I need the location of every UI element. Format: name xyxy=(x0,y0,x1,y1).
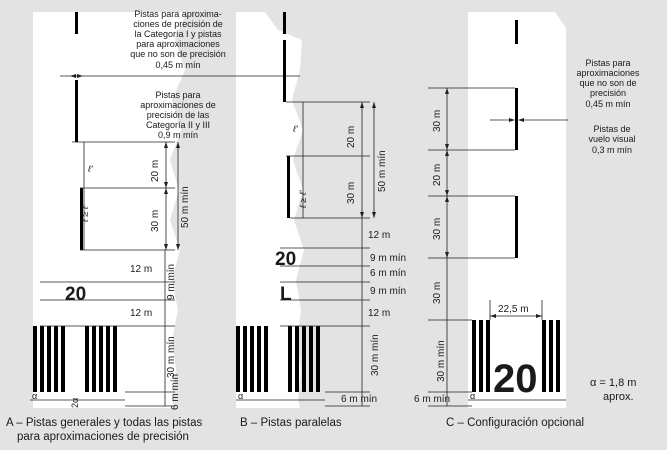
panel-b-runway xyxy=(236,12,304,408)
panel-c-dim-6: 6 m mín xyxy=(414,394,450,405)
panel-a-note-top-line2: ciones de precisión de xyxy=(133,19,223,29)
panel-b-dim-30-bottom: 30 m mín xyxy=(370,334,381,376)
panel-a-note-mid-line1: Pistas para xyxy=(155,90,200,100)
panel-c-alpha: α xyxy=(470,391,475,401)
panel-a-alpha: α xyxy=(32,391,37,401)
panel-b-threshold-stripes xyxy=(236,326,320,392)
panel-b-arrowheads xyxy=(360,102,376,218)
panel-a-arrowheads xyxy=(70,74,180,250)
panel-a-note-top-line1: Pistas para aproxima- xyxy=(134,9,222,19)
panel-b-designator: 20 xyxy=(275,249,296,270)
panel-b-dim-50: 50 m mín xyxy=(377,150,388,192)
panel-c-threshold-stripes xyxy=(472,320,560,392)
panel-a-dim-9: 9 m mín xyxy=(166,264,177,300)
panel-b-designator-letter: L xyxy=(280,284,292,305)
panel-a-note-top-line3: la Categoría I y pistas xyxy=(134,29,222,39)
panel-a-dim-30: 30 m xyxy=(150,210,161,232)
panel-c-arrowheads xyxy=(445,88,542,318)
panel-b-dim-12-top: 12 m xyxy=(368,230,390,241)
panel-a-note-top-line5: que no son de precisión xyxy=(130,49,226,59)
panel-c-note-top-value: 0,45 m mín xyxy=(585,99,630,109)
panel-b-dim-30: 30 m xyxy=(346,182,357,204)
caption-b: B – Pistas paralelas xyxy=(240,417,342,429)
panel-b-len-label: ℓ' xyxy=(292,124,298,134)
panel-a-len-rel: ℓ ≥ ℓ' xyxy=(80,204,90,223)
panel-a-note-mid-value: 0,9 m mín xyxy=(158,130,198,140)
panel-c-dim-30-bottom: 30 m mín xyxy=(436,340,447,382)
panel-a-dim-30-bottom: 30 m mín xyxy=(166,336,177,378)
panel-c-alpha-approx: aprox. xyxy=(603,391,634,403)
panel-a-dim-12-top: 12 m xyxy=(130,264,152,275)
caption-c: C – Configuración opcional xyxy=(446,417,585,429)
panel-a-note-mid-line3: precisión de las xyxy=(147,110,210,120)
panel-a-note-top-value: 0,45 m mín xyxy=(155,60,200,70)
panel-a-centreline xyxy=(75,12,83,250)
panel-c-note-top-line3: que no son de xyxy=(579,78,636,88)
panel-a-len-label: ℓ' xyxy=(87,164,93,174)
panel-a-note-top-line4: para aproximaciones xyxy=(136,39,220,49)
panel-c-note-bottom-line2: vuelo visual xyxy=(588,134,635,144)
panel-c-note-bottom-value: 0,3 m mín xyxy=(592,145,632,155)
panel-c-dim-30b: 30 m xyxy=(432,218,443,240)
caption-a-line2: para aproximaciones de precisión xyxy=(17,431,189,443)
panel-a-runway xyxy=(33,12,187,408)
panel-a-dim-6: 6 m mín xyxy=(170,374,181,410)
panel-c-note-bottom-line1: Pistas de xyxy=(593,124,630,134)
panel-c-designator: 20 xyxy=(493,357,538,401)
panel-c-alpha-value: α = 1,8 m xyxy=(590,377,636,389)
panel-b-dim-6: 6 m mín xyxy=(370,268,406,279)
panel-b-dim-20: 20 m xyxy=(346,126,357,148)
panel-a-dim-20: 20 m xyxy=(150,160,161,182)
panel-c-dim-20: 20 m xyxy=(432,164,443,186)
panel-c-dim-30c: 30 m xyxy=(432,282,443,304)
panel-c-note-top-line4: precisión xyxy=(590,88,626,98)
panel-a-note-mid-line4: Categoría II y III xyxy=(146,120,210,130)
panel-c-dim-225: 22,5 m xyxy=(498,304,529,315)
panel-a-dim-50: 50 m mín xyxy=(180,186,191,228)
panel-a-dimension-lines xyxy=(30,75,300,407)
panel-b-alpha: α xyxy=(238,391,243,401)
panel-c-note-top-line1: Pistas para xyxy=(585,58,630,68)
panel-b-centreline xyxy=(283,12,290,218)
caption-a-line1: A – Pistas generales y todas las pistas xyxy=(6,417,203,429)
panel-b-dim-9a: 9 m mín xyxy=(370,253,406,264)
panel-c-dim-30a: 30 m xyxy=(432,110,443,132)
panel-c-dimension-lines xyxy=(428,87,568,407)
panel-b-dim-12-bottom: 12 m xyxy=(368,308,390,319)
panel-a-dim-12-bottom: 12 m xyxy=(130,308,152,319)
panel-a-threshold-stripes xyxy=(33,326,117,392)
panel-a-note-mid-line2: aproximaciones de xyxy=(140,100,216,110)
panel-b-dim-9b: 9 m mín xyxy=(370,286,406,297)
panel-c-note-top-line2: aproximaciones xyxy=(576,68,640,78)
panel-c-centreline xyxy=(515,20,518,258)
panel-a-designator: 20 xyxy=(65,284,86,305)
panel-a-two-alpha: 2α xyxy=(70,398,80,408)
panel-b-dim-6-bottom: 6 m mín xyxy=(341,394,377,405)
panel-b-len-rel: ℓ ≥ ℓ' xyxy=(298,190,308,209)
panel-b-dimension-lines xyxy=(236,101,375,407)
